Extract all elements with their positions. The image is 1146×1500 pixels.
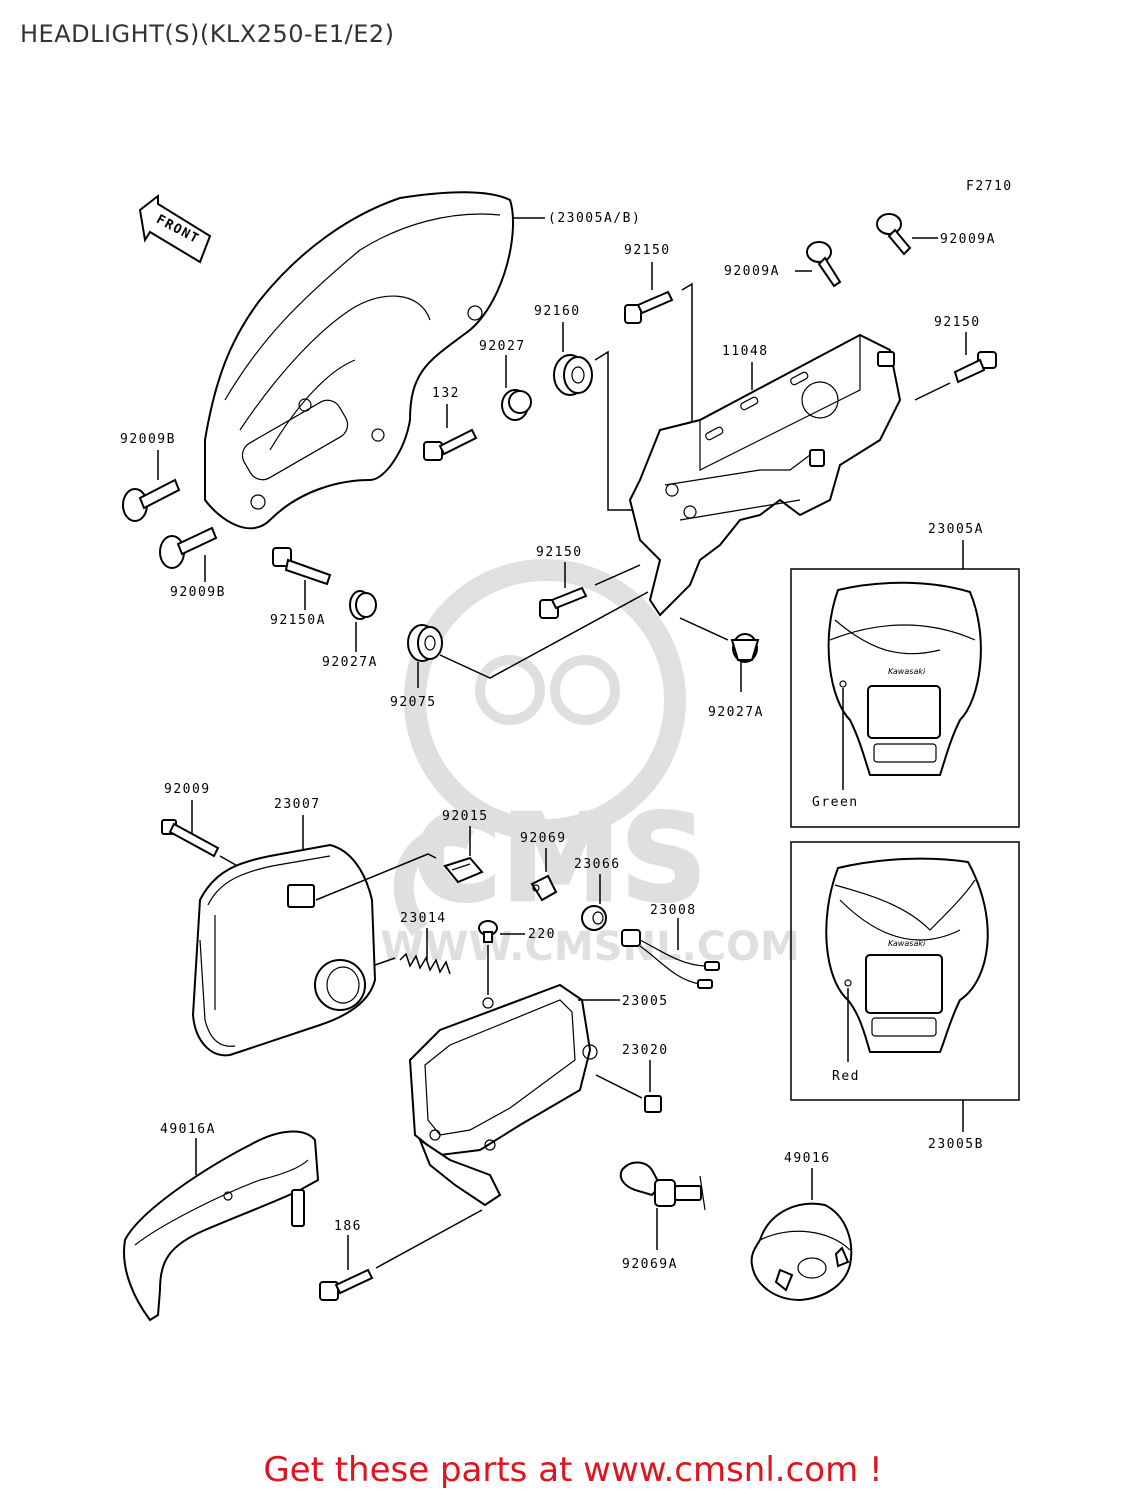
clip-92015 bbox=[443, 856, 484, 884]
bolt-92009 bbox=[161, 819, 220, 858]
screw-92009B-bottom bbox=[159, 526, 218, 569]
part-label-92009B-bottom: 92009B bbox=[170, 585, 226, 600]
part-label-92150-right: 92150 bbox=[934, 315, 981, 330]
part-label-23005AB: (23005A/B) bbox=[548, 211, 641, 226]
part-label-23005B: 23005B bbox=[928, 1137, 984, 1152]
part-label-92009A-left: 92009A bbox=[724, 264, 780, 279]
rim-49016A bbox=[123, 1130, 320, 1322]
socket-23008 bbox=[621, 929, 720, 989]
part-label-132: 132 bbox=[432, 386, 460, 401]
part-label-220: 220 bbox=[528, 927, 556, 942]
variant-box-23005B: Kawasaki Red bbox=[790, 841, 1020, 1101]
spring-23014 bbox=[399, 952, 451, 975]
cover-49016 bbox=[750, 1202, 853, 1302]
screw-92009A-left bbox=[806, 241, 842, 288]
bolt-186 bbox=[319, 1268, 374, 1301]
part-label-92009A-right: 92009A bbox=[940, 232, 996, 247]
part-label-23020: 23020 bbox=[622, 1043, 669, 1058]
part-label-92069A: 92069A bbox=[622, 1257, 678, 1272]
part-label-92160: 92160 bbox=[534, 304, 581, 319]
grommet-92075 bbox=[407, 624, 443, 662]
bolt-92150-right bbox=[953, 351, 997, 384]
variant-box-23005A: Kawasaki Green bbox=[790, 568, 1020, 828]
part-label-49016A: 49016A bbox=[160, 1122, 216, 1137]
bolt-92150-top bbox=[624, 290, 674, 324]
part-label-23007: 23007 bbox=[274, 797, 321, 812]
headlight-case-23005 bbox=[408, 983, 598, 1207]
part-label-11048: 11048 bbox=[722, 344, 769, 359]
part-label-92009: 92009 bbox=[164, 782, 211, 797]
bolt-92150A bbox=[272, 547, 332, 586]
figure-code: F2710 bbox=[966, 179, 1013, 194]
page-title: HEADLIGHT(S)(KLX250-E1/E2) bbox=[20, 20, 395, 48]
part-label-92069: 92069 bbox=[520, 831, 567, 846]
headlight-unit-23007 bbox=[191, 843, 377, 1057]
part-label-23005A: 23005A bbox=[928, 522, 984, 537]
part-label-23014: 23014 bbox=[400, 911, 447, 926]
screw-220 bbox=[478, 920, 498, 943]
collar-92027A-left bbox=[349, 590, 377, 620]
part-label-23005: 23005 bbox=[622, 994, 669, 1009]
part-label-92150-top: 92150 bbox=[624, 243, 671, 258]
watermark-url: WWW.CMSNL.COM bbox=[380, 924, 800, 970]
footer-promo: Get these parts at www.cmsnl.com ! bbox=[263, 1450, 883, 1490]
watermark: CMS WWW.CMSNL.COM bbox=[380, 559, 800, 970]
collar-92027A-right bbox=[730, 633, 760, 663]
grommet-92160 bbox=[553, 354, 593, 396]
nut-23020 bbox=[644, 1095, 662, 1113]
bracket-11048 bbox=[628, 333, 902, 617]
headlight-cowl-23005AB bbox=[204, 191, 514, 530]
bolt-92150-mid bbox=[539, 586, 588, 619]
part-label-92027: 92027 bbox=[479, 339, 526, 354]
part-label-92009B-top: 92009B bbox=[120, 432, 176, 447]
part-label-92150A: 92150A bbox=[270, 613, 326, 628]
bulb-92069 bbox=[530, 874, 558, 902]
part-label-92015: 92015 bbox=[442, 809, 489, 824]
part-label-49016: 49016 bbox=[784, 1151, 831, 1166]
part-label-92150-mid: 92150 bbox=[536, 545, 583, 560]
part-label-23066: 23066 bbox=[574, 857, 621, 872]
variant-a-brand: Kawasaki bbox=[888, 667, 926, 676]
part-label-92075: 92075 bbox=[390, 695, 437, 710]
part-label-186: 186 bbox=[334, 1219, 362, 1234]
front-arrow-icon: FRONT bbox=[138, 193, 212, 264]
part-label-92027A-left: 92027A bbox=[322, 655, 378, 670]
bulb-92069A bbox=[619, 1161, 706, 1211]
bolt-132 bbox=[423, 428, 478, 461]
collar-92027 bbox=[501, 389, 532, 421]
variant-a-color-label: Green bbox=[812, 795, 859, 810]
variant-b-color-label: Red bbox=[832, 1069, 860, 1084]
part-label-92027A-right: 92027A bbox=[708, 705, 764, 720]
screw-92009B-top bbox=[122, 478, 181, 522]
screw-92009A-right bbox=[876, 213, 912, 256]
part-label-23008: 23008 bbox=[650, 903, 697, 918]
watermark-logo: CMS bbox=[413, 790, 707, 929]
variant-b-brand: Kawasaki bbox=[888, 939, 926, 948]
grommet-23066 bbox=[581, 905, 607, 931]
